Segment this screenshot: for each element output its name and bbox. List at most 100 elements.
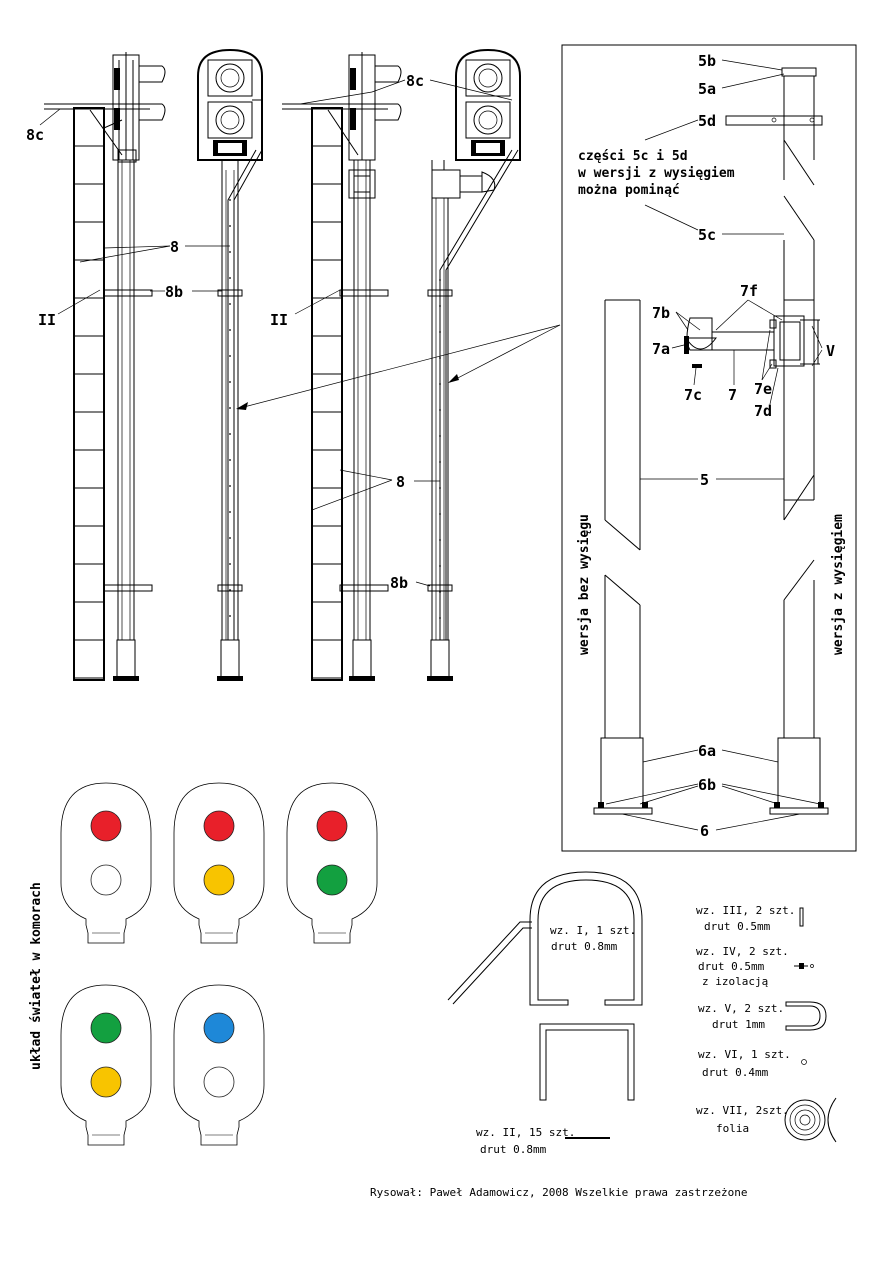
wire-part-I [529,871,643,1006]
signal-light-top [203,1012,235,1044]
rivet [229,615,231,617]
mast-1-front-view [44,52,166,681]
rivet [229,199,231,201]
detail-pole-without-outrigger [593,299,653,815]
mast-4-side-view [427,48,521,681]
rivet [229,433,231,435]
rivet [229,277,231,279]
rivet [229,537,231,539]
mast-3-front-view [282,52,402,681]
signal-light-top [90,810,122,842]
signal-light-top [316,810,348,842]
label-8-left: 8 [170,238,179,256]
label-7a: 7a [652,340,670,358]
rivet [229,225,231,227]
label-7: 7 [728,386,737,404]
label-7c: 7c [684,386,702,404]
label-6b: 6b [698,776,716,794]
lights-heading: układ świateł w komorach [29,882,44,1070]
label-5a: 5a [698,80,716,98]
signal-head-5 [173,984,265,1146]
light-arrangements: układ świateł w komorach [29,782,378,1146]
label-II-left: II [38,311,56,329]
detail-pole-with-outrigger [684,67,829,815]
wire-part-VII [784,1097,837,1143]
wz3-text-2: drut 0.5mm [704,920,771,933]
label-8c-left: 8c [26,126,44,144]
signal-head-2 [173,782,265,944]
wz4-text-1: wz. IV, 2 szt. [696,945,789,958]
wz2-text-1: wz. II, 15 szt. [476,1126,575,1139]
left-labels: 8c 8 8b II II 8c 8 8b [26,72,561,592]
ladder-1 [73,107,105,681]
note-line-3: można pominąć [578,183,680,198]
mast-2-signal-head [197,48,263,161]
wz6-text-2: drut 0.4mm [702,1066,769,1079]
rivet [229,251,231,253]
signal-light-bottom [90,1066,122,1098]
signal-head-set [60,782,378,1146]
label-6a: 6a [698,742,716,760]
caption-version-without-outrigger: wersja bez wysięgu [577,514,592,655]
signal-light-top [90,1012,122,1044]
wz6-text-1: wz. VI, 1 szt. [698,1048,791,1061]
label-8b-right: 8b [390,574,408,592]
wz5-text-2: drut 1mm [712,1018,765,1031]
rivet [229,589,231,591]
rivet [229,381,231,383]
rivet [229,355,231,357]
label-5c: 5c [698,226,716,244]
wz7-text-2: folia [716,1122,749,1135]
label-5: 5 [700,471,709,489]
mast-2-pole [221,159,239,641]
label-7f: 7f [740,282,758,300]
signal-light-bottom [203,1066,235,1098]
wz1-text-2: drut 0.8mm [551,940,618,953]
label-7b: 7b [652,304,670,322]
detail-box: 5b 5a 5d części 5c i 5d w wersji z wysię… [561,44,857,852]
signal-head-3 [286,782,378,944]
rivet [229,407,231,409]
signal-head-outline [286,782,378,944]
signal-light-bottom [90,864,122,896]
wz3-text-1: wz. III, 2 szt. [696,904,795,917]
ladder-1-rungs [74,145,104,679]
wire-part-V [785,1001,827,1031]
signal-head-1 [60,782,152,944]
wire-parts: wz. I, 1 szt. drut 0.8mm wz. II, 15 szt.… [447,871,837,1156]
mast-2-rivets [229,199,231,617]
wire-part-II [539,1023,635,1101]
label-5b: 5b [698,52,716,70]
signal-light-bottom [203,864,235,896]
wz4-text-3: z izolacją [702,975,769,988]
label-8c-right: 8c [406,72,424,90]
label-8b-left: 8b [165,283,183,301]
note-line-2: w wersji z wysięgiem [578,166,735,181]
rivet [229,303,231,305]
signal-light-bottom [316,864,348,896]
signal-head-outline [60,782,152,944]
wz1-text-1: wz. I, 1 szt. [550,924,636,937]
label-6: 6 [700,822,709,840]
ladder-3-rungs [312,145,342,679]
mast-3-pole [353,159,371,641]
label-5d: 5d [698,112,716,130]
label-7e: 7e [754,380,772,398]
rivet [229,459,231,461]
ladder-3 [311,107,343,681]
rivet [229,563,231,565]
wz7-text-1: wz. VII, 2szt. [696,1104,789,1117]
signal-head-4 [60,984,152,1146]
label-II-right: II [270,311,288,329]
wz4-text-2: drut 0.5mm [698,960,765,973]
note-line-1: części 5c i 5d [578,149,688,164]
wire-part-VI [801,1059,807,1065]
mast-1-pole [117,159,135,641]
wire-part-III [799,907,804,927]
label-7d: 7d [754,402,772,420]
signal-head-outline [60,984,152,1146]
signal-head-outline [173,782,265,944]
mast-1-base [116,639,136,679]
signal-head-outline [173,984,265,1146]
